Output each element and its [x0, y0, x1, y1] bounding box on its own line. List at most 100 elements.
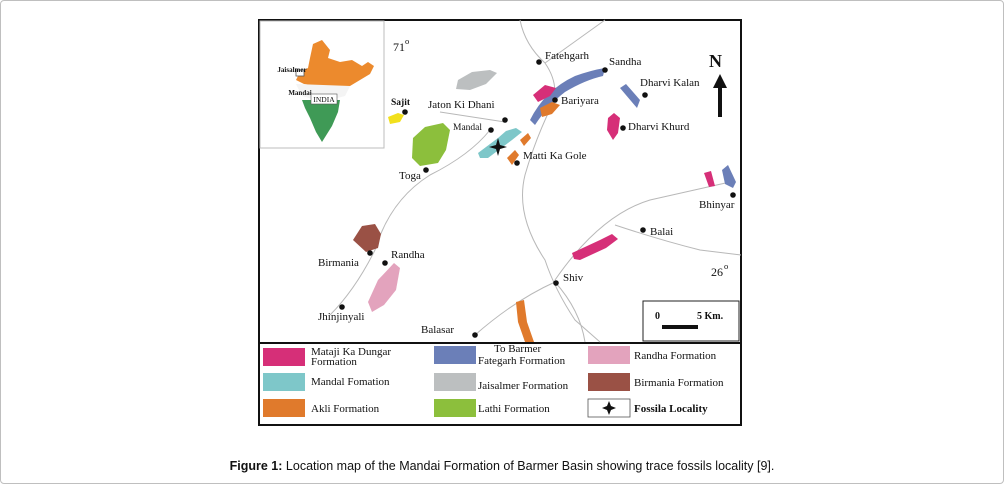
mandal-dot	[488, 127, 494, 133]
shiv-label: Shiv	[563, 272, 584, 284]
latitude-label: 26	[711, 265, 723, 279]
india-label-box	[310, 93, 338, 105]
legend-label-fategarh-2: Fategarh Formation	[478, 355, 566, 367]
legend-label-mandal: Mandal Fomation	[311, 376, 390, 388]
india-saffron-band	[296, 40, 374, 86]
shiv-dot	[553, 280, 559, 286]
north-label: N	[709, 51, 722, 71]
legend-fossil-star-icon	[602, 401, 616, 415]
legend-swatch-fategarh	[434, 346, 476, 364]
north-arrow: N	[709, 51, 727, 117]
mataji-bhinyar-outcrop	[704, 171, 715, 187]
jaton-ki-dhani-dot	[502, 117, 508, 123]
road-balasar	[474, 281, 556, 336]
matti-ka-gole-dot	[514, 160, 520, 166]
matti-ka-gole-label: Matti Ka Gole	[523, 150, 587, 162]
legend-label-mataji-1: Mataji Ka Dungar	[311, 346, 391, 358]
dharvi-kalan-label: Dharvi Kalan	[640, 77, 700, 89]
india-green-band	[302, 100, 340, 142]
jhinjinyali-label: Jhinjinyali	[318, 311, 364, 323]
legend-label-birmania: Birmania Formation	[634, 377, 724, 389]
birmania-label: Birmania	[318, 257, 359, 269]
legend-label-fategarh-1: To Barmer	[494, 343, 542, 355]
sandha-label: Sandha	[609, 56, 642, 68]
legend-swatch-lathi	[434, 399, 476, 417]
scale-zero: 0	[655, 311, 660, 322]
fategarh-arc-outcrop	[530, 68, 605, 125]
figure-caption: Figure 1: Location map of the Mandai For…	[0, 459, 1004, 473]
road-fatehgarh	[519, 19, 546, 64]
scale-bar: 0 5 Km.	[642, 300, 740, 342]
latitude-degree: o	[724, 261, 728, 271]
road-west	[329, 129, 491, 316]
longitude-label: 71	[393, 40, 405, 54]
dharvi-khurd-dot	[620, 125, 626, 131]
road-ne	[544, 19, 606, 64]
legend-swatch-mandal	[263, 373, 305, 391]
scale-bar-line	[662, 325, 698, 329]
jhinjinyali-dot	[339, 304, 345, 310]
north-arrow-shape	[713, 74, 727, 117]
scale-end: 5 Km.	[697, 311, 724, 322]
legend-label-akli: Akli Formation	[311, 403, 380, 415]
jaton-ki-dhani-label: Jaton Ki Dhani	[428, 99, 495, 111]
legend-swatch-akli	[263, 399, 305, 417]
caption-text: Location map of the Mandai Formation of …	[285, 459, 775, 473]
akli-bariyara-outcrop	[540, 102, 560, 117]
road-bhinyar	[554, 181, 731, 281]
sajit-outcrop	[388, 113, 404, 124]
legend-label-randha: Randha Formation	[634, 350, 717, 362]
lathi-outcrop	[412, 123, 450, 166]
akli-matti-outcrop	[507, 150, 519, 165]
bariyara-dot	[552, 97, 558, 103]
fatehgarh-label: Fatehgarh	[545, 50, 589, 62]
fategarh-bhinyar-outcrop	[722, 165, 736, 188]
balasar-dot	[472, 332, 478, 338]
birmania-dot	[367, 250, 373, 256]
balasar-label: Balasar	[421, 324, 454, 336]
birmania-outcrop	[353, 224, 381, 252]
randha-label: Randha	[391, 249, 425, 261]
inset-jaisalmer-label: Jaisalmer	[277, 66, 306, 74]
akli-mandal-outcrop	[520, 133, 531, 146]
fossil-locality-marker	[489, 138, 507, 156]
legend-label-lathi: Lathi Formation	[478, 403, 550, 415]
road-balai	[614, 224, 742, 256]
legend: Mataji Ka Dungar Formation Mandal Fomati…	[263, 343, 724, 418]
legend-label-mataji-2: Formation	[311, 356, 357, 368]
legend-label-fossil: Fossila Locality	[634, 403, 708, 415]
road-south	[554, 281, 586, 343]
mandal-outcrop	[478, 128, 522, 158]
dharvi-kalan-dot	[642, 92, 648, 98]
settlements: Fatehgarh Sandha Dharvi Kalan Bariyara D…	[318, 50, 736, 338]
mandal-label: Mandal	[453, 123, 482, 133]
balai-dot	[640, 227, 646, 233]
map-border	[258, 19, 742, 426]
legend-swatch-randha	[588, 346, 630, 364]
toga-dot	[423, 167, 429, 173]
akli-balasar-outcrop	[516, 300, 534, 342]
legend-label-jaisalmer: Jaisalmer Formation	[478, 380, 569, 392]
sajit-label: Sajit	[391, 98, 411, 108]
formations	[353, 68, 736, 342]
legend-swatch-mataji	[263, 348, 305, 366]
india-label: INDIA	[313, 95, 335, 104]
mataji-dharvi-khurd-outcrop	[607, 113, 620, 140]
fategarh-dharvi-kalan-outcrop	[620, 84, 640, 108]
road-sajit	[439, 111, 506, 123]
caption-label: Figure 1:	[229, 459, 283, 473]
legend-swatch-jaisalmer	[434, 373, 476, 391]
mataji-bariyara-outcrop	[533, 85, 556, 102]
scale-bar-box	[642, 300, 740, 342]
toga-label: Toga	[399, 170, 421, 182]
randha-dot	[382, 260, 388, 266]
inset-mandai-label: Mandai	[288, 89, 311, 97]
jaisalmer-outcrop	[456, 70, 497, 90]
balai-label: Balai	[650, 226, 673, 238]
bhinyar-dot	[730, 192, 736, 198]
jaisalmer-marker	[295, 69, 305, 77]
randha-outcrop	[368, 263, 400, 312]
legend-swatch-birmania	[588, 373, 630, 391]
fatehgarh-dot	[536, 59, 542, 65]
